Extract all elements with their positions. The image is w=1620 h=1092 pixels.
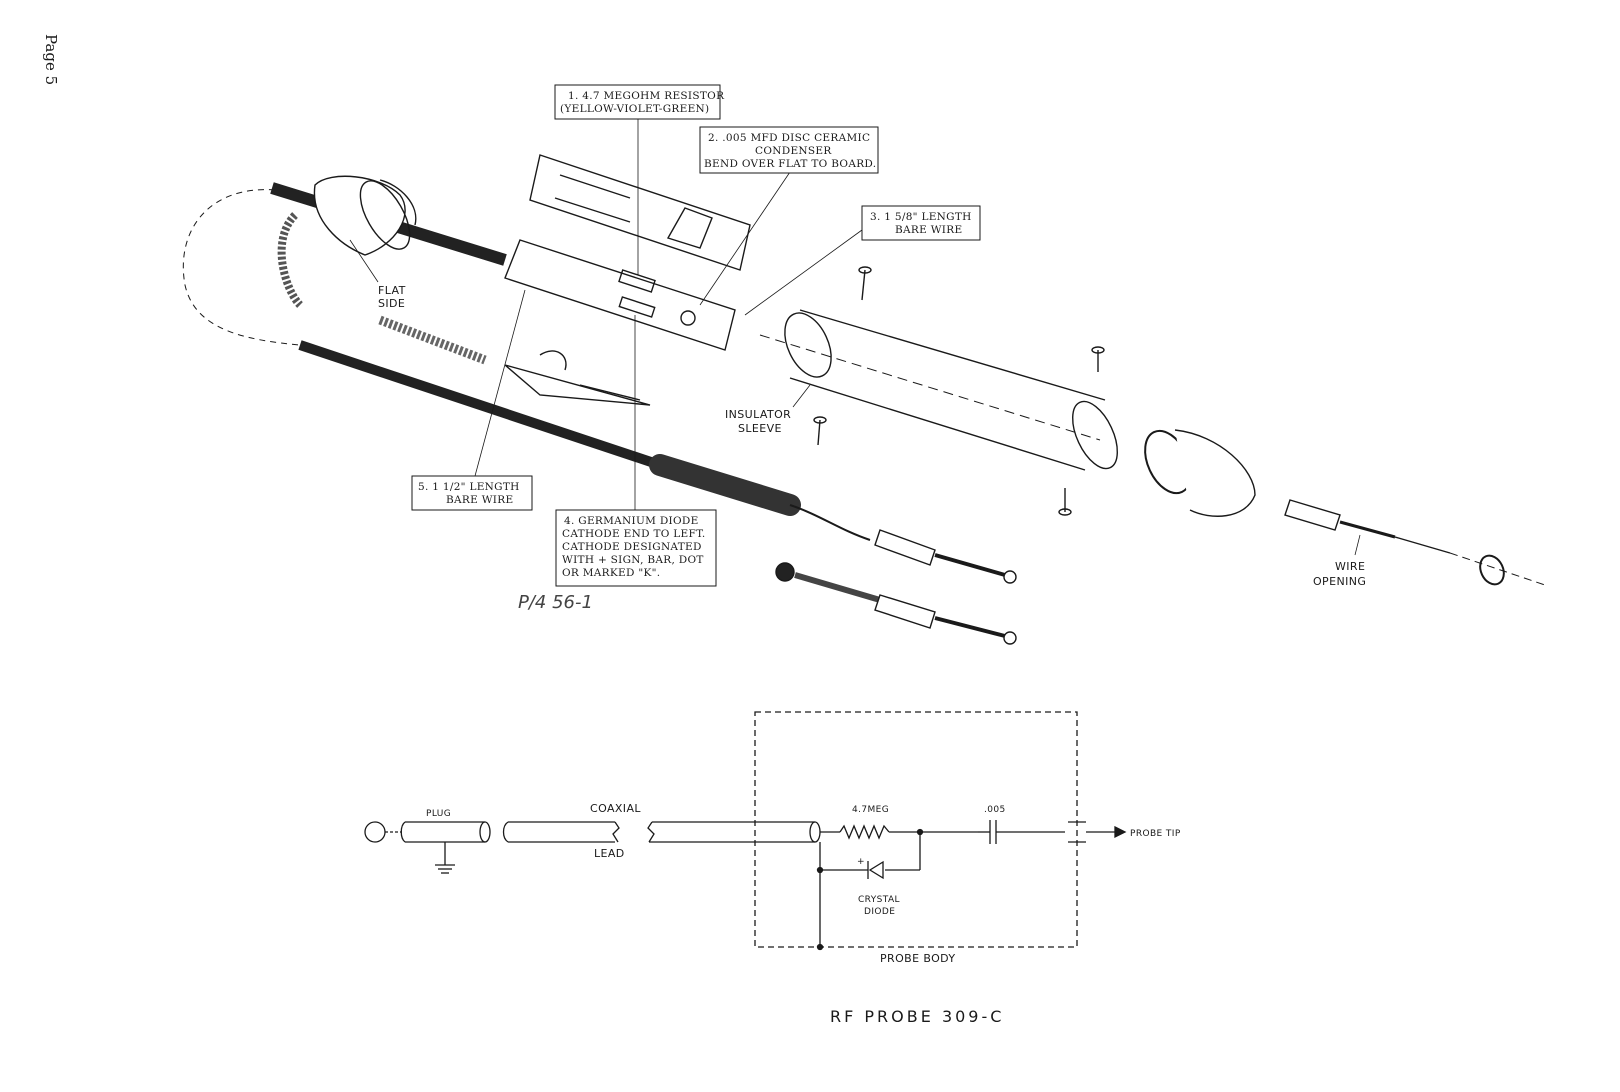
label-insulator-sleeve-1: INSULATOR (725, 408, 791, 421)
phone-plug-1 (874, 529, 1017, 584)
probe-tip-assembly (1284, 499, 1546, 586)
nose-cone (1144, 429, 1256, 517)
callout-condenser: 2. .005 MFD DISC CERAMIC CONDENSER BEND … (699, 126, 879, 174)
schematic-diode-label-2: DIODE (864, 907, 895, 917)
coax-segment-left (502, 821, 620, 843)
label-flat-side-1: FLAT (378, 284, 406, 297)
schematic-plug-label: PLUG (426, 809, 451, 819)
phone-plug-2 (775, 562, 1017, 645)
schematic-probe-body-label: PROBE BODY (880, 952, 956, 965)
callout-diode-line-4: WITH + SIGN, BAR, DOT (562, 554, 704, 566)
screw-right-bottom (1058, 488, 1072, 516)
end-cap (313, 175, 417, 256)
screw-top (858, 266, 872, 301)
schematic-lead-label: LEAD (594, 847, 625, 860)
probe-body-tube (759, 309, 1119, 471)
callout-bare-wire-upper-line-1: 3. 1 5/8" LENGTH (870, 211, 972, 223)
callout-diode-line-5: OR MARKED "K". (562, 567, 660, 579)
callout-condenser-line-1: 2. .005 MFD DISC CERAMIC (708, 132, 870, 144)
schematic (364, 711, 1127, 951)
plug-terminal (364, 821, 386, 843)
braided-shield (277, 212, 304, 308)
schematic-diode-label-1: CRYSTAL (858, 895, 900, 905)
exploded-view (182, 119, 1546, 645)
callout-diode: 4. GERMANIUM DIODE CATHODE END TO LEFT. … (555, 509, 717, 587)
callout-condenser-line-2: CONDENSER (755, 145, 832, 157)
callout-condenser-line-3: BEND OVER FLAT TO BOARD. (704, 158, 876, 170)
callout-resistor: 1. 4.7 MEGOHM RESISTOR (YELLOW-VIOLET-GR… (554, 84, 725, 120)
callout-bare-wire-lower-line-2: BARE WIRE (446, 494, 513, 506)
circuit-board-main (504, 239, 736, 351)
callout-resistor-line-1: 1. 4.7 MEGOHM RESISTOR (568, 90, 725, 102)
braided-shield-lower (378, 315, 487, 365)
screw-left (813, 416, 827, 446)
callout-bare-wire-upper-line-2: BARE WIRE (895, 224, 962, 236)
resistor-symbol (839, 824, 890, 840)
probe-tip-arrow (1114, 825, 1127, 839)
schematic-diode-polarity: + (857, 857, 865, 867)
schematic-probe-tip-label: PROBE TIP (1130, 829, 1181, 839)
label-wire-opening-1: WIRE (1335, 560, 1365, 573)
label-insulator-sleeve-2: SLEEVE (738, 422, 782, 435)
plug-coax-segment (400, 821, 491, 843)
handwritten-note: P/4 56-1 (518, 592, 593, 613)
callout-resistor-line-2: (YELLOW-VIOLET-GREEN) (560, 103, 709, 115)
cable-sheath (649, 454, 801, 516)
callout-bare-wire-lower: 5. 1 1/2" LENGTH BARE WIRE (411, 475, 533, 511)
lower-coax-cable (298, 340, 662, 470)
callout-diode-line-2: CATHODE END TO LEFT. (562, 528, 706, 540)
circuit-board-upper (529, 154, 751, 271)
inner-conductor (789, 504, 871, 541)
cable-path-dashed (182, 189, 301, 346)
label-wire-opening-2: OPENING (1313, 575, 1366, 588)
label-flat-side-2: SIDE (378, 297, 405, 310)
callout-bare-wire-upper: 3. 1 5/8" LENGTH BARE WIRE (861, 205, 981, 241)
coax-segment-right (647, 821, 821, 843)
drawing-title: RF PROBE 309-C (830, 1007, 1004, 1026)
schematic-capacitor-value: .005 (984, 805, 1006, 815)
probe-body-outline (754, 711, 1078, 948)
schematic-resistor-value: 4.7MEG (852, 805, 889, 815)
callout-diode-line-3: CATHODE DESIGNATED (562, 541, 702, 553)
page-number: Page 5 (42, 34, 60, 85)
schematic-coaxial-label: COAXIAL (590, 802, 641, 815)
callout-diode-line-1: 4. GERMANIUM DIODE (564, 515, 699, 527)
screw-right-top (1091, 346, 1105, 372)
leader-lines (349, 119, 1361, 556)
alligator-clip (504, 350, 651, 406)
callout-bare-wire-lower-line-1: 5. 1 1/2" LENGTH (418, 481, 520, 493)
ground-symbol (435, 842, 455, 874)
diode-symbol (868, 860, 884, 880)
